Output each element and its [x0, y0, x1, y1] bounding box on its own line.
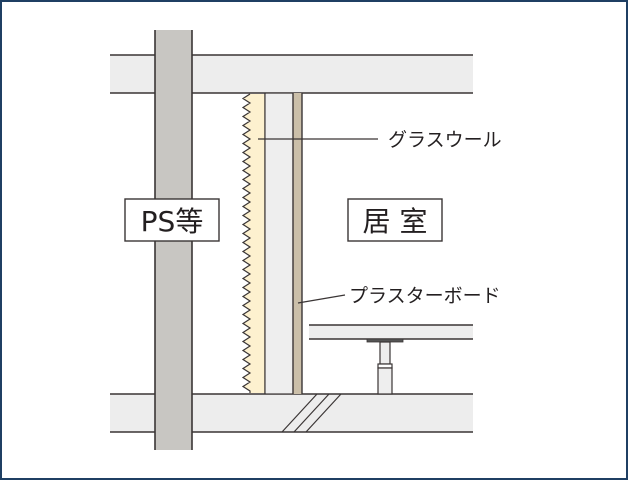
glass-wool-layer [241, 93, 266, 394]
living-room-label: 居 室 [363, 205, 428, 238]
glass-wool-label: グラスウール [388, 129, 502, 151]
plaster-board-leader-line [297, 294, 346, 304]
floor-support-pedestal [366, 338, 404, 395]
slab-cut-hatch [281, 393, 342, 433]
raised-floor [309, 324, 473, 340]
plaster-board [292, 93, 303, 394]
ps-area-label-box: PS等 [124, 198, 220, 242]
living-room-label-box: 居 室 [347, 198, 443, 242]
ps-area-label: PS等 [141, 205, 204, 238]
air-gap [265, 93, 294, 394]
plaster-board-label: プラスターボード [349, 285, 501, 307]
